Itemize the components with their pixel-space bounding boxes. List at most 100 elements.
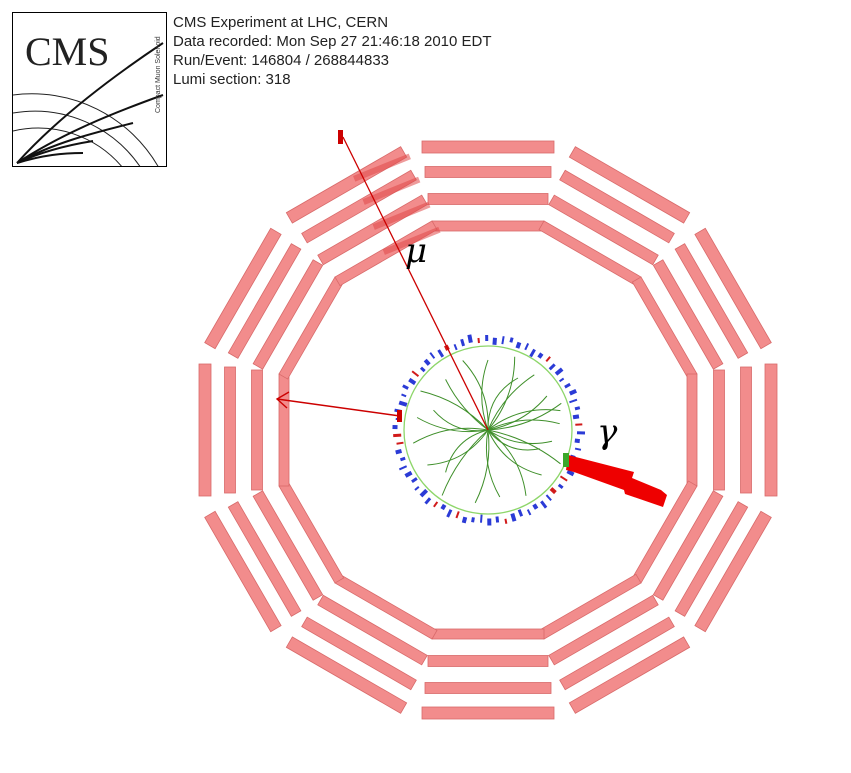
muon-chamber-segment — [278, 373, 290, 487]
ecal-hit — [549, 487, 557, 495]
muon-chamber-segment — [431, 628, 545, 640]
ecal-hit — [404, 470, 413, 478]
ecal-hit — [492, 337, 497, 345]
charged-track — [487, 356, 516, 431]
ecal-hit — [467, 334, 473, 344]
ecal-hit — [574, 438, 581, 444]
ecal-hit — [433, 501, 439, 508]
muon-chamber-segment — [252, 490, 324, 601]
muon-chamber-segment — [674, 243, 749, 359]
tracker-region — [392, 334, 586, 526]
muon-chamber-hit-segment — [382, 226, 441, 255]
ecal-hit — [574, 406, 581, 411]
ecal-hit — [461, 516, 468, 524]
ecal-hits — [392, 334, 586, 526]
muon-chamber-hit-segment — [362, 176, 421, 205]
muon-chamber-segment — [227, 243, 302, 359]
muon-trajectory-line — [342, 136, 489, 431]
ecal-hit — [557, 483, 564, 490]
ecal-hit — [480, 514, 483, 523]
ecal-hit — [524, 343, 530, 351]
ecal-hit — [419, 366, 426, 373]
muon-chamber-segment — [694, 227, 772, 350]
charged-track — [487, 429, 542, 476]
charged-track — [427, 429, 489, 466]
ecal-hit — [574, 447, 582, 451]
cms-logo-subtitle: Compact Muon Solenoid — [155, 36, 162, 113]
muon-chamber-segment — [224, 366, 236, 494]
ecal-hit — [569, 398, 578, 404]
ecal-hit — [455, 511, 460, 519]
ecal-hit — [395, 449, 402, 455]
charged-tracks — [412, 356, 562, 504]
experiment-line: CMS Experiment at LHC, CERN — [173, 14, 389, 31]
ecal-hit — [402, 384, 409, 390]
ecal-hit — [575, 423, 583, 426]
muon-label: μ — [405, 231, 427, 271]
ecal-hit — [558, 377, 565, 383]
ecal-hit — [566, 469, 575, 477]
tracker-boundary-circle — [403, 345, 573, 515]
muon-chamber-segment — [694, 510, 772, 633]
ecal-hit — [529, 348, 536, 358]
charged-track — [445, 429, 489, 473]
photon-deposit — [563, 453, 667, 507]
muon-chamber-segment — [431, 220, 545, 232]
muon-chamber-segment — [631, 276, 698, 380]
ecal-hit — [419, 488, 429, 498]
muon-chamber-segment — [538, 220, 642, 287]
ecal-hit — [399, 456, 406, 462]
muon-chamber-segment — [285, 146, 408, 224]
muon-chamber-segment — [252, 259, 324, 370]
ecal-hit — [515, 341, 522, 349]
ecal-hit — [487, 518, 492, 526]
ecal-hit — [495, 516, 500, 523]
ecal-hit — [393, 433, 402, 438]
ecal-hit — [423, 358, 431, 366]
muon-chamber-segment — [538, 573, 642, 640]
ecal-hit — [568, 388, 578, 396]
ecal-hit — [477, 337, 480, 344]
cms-logo: CMS Compact Muon Solenoid — [12, 12, 167, 167]
muon-track — [338, 130, 489, 431]
ecal-hit — [510, 513, 517, 522]
muon-chamber-segment — [227, 501, 302, 617]
charged-track — [420, 390, 489, 431]
muon-chamber-segment — [548, 194, 659, 266]
charged-track — [487, 429, 527, 496]
muon-chamber-segment — [559, 616, 675, 691]
ecal-hit — [501, 336, 505, 345]
missing-energy-arrow — [275, 391, 402, 422]
ecal-hit — [453, 343, 458, 351]
muon-chamber-segment — [285, 636, 408, 714]
lumi-section-line: Lumi section: 318 — [173, 71, 291, 88]
muon-chamber-segment — [427, 193, 549, 205]
ecal-hit — [545, 356, 551, 363]
event-info: CMS Experiment at LHC, CERN Data recorde… — [173, 13, 492, 89]
ecal-hit — [398, 400, 408, 407]
ecal-hit — [396, 441, 404, 445]
muon-chamber-hit-segment — [372, 201, 431, 230]
ecal-hit — [540, 500, 548, 509]
ecal-hit — [564, 382, 571, 389]
muon-chamber-segment — [317, 594, 428, 666]
ecal-hit — [414, 486, 420, 491]
ecal-hit — [554, 367, 564, 376]
ecal-hit — [411, 370, 420, 377]
muon-chamber-segment — [740, 366, 752, 494]
date-line: Data recorded: Mon Sep 27 21:46:18 2010 … — [173, 33, 492, 50]
muon-chamber-segment — [204, 510, 282, 633]
muon-chamber-segment — [548, 594, 659, 666]
muon-chamber-segment — [251, 369, 263, 491]
muon-chamber-segment — [334, 573, 438, 640]
ecal-hit — [532, 503, 539, 510]
photon-ecal-crystal — [563, 453, 569, 467]
charged-track — [487, 395, 548, 431]
ecal-hit — [559, 475, 568, 482]
muon-chamber-segment — [278, 276, 345, 380]
muon-chamber-segment — [198, 363, 212, 497]
charged-track — [445, 379, 489, 431]
muon-chamber-segment — [301, 169, 417, 244]
muon-chamber-segment — [204, 227, 282, 350]
